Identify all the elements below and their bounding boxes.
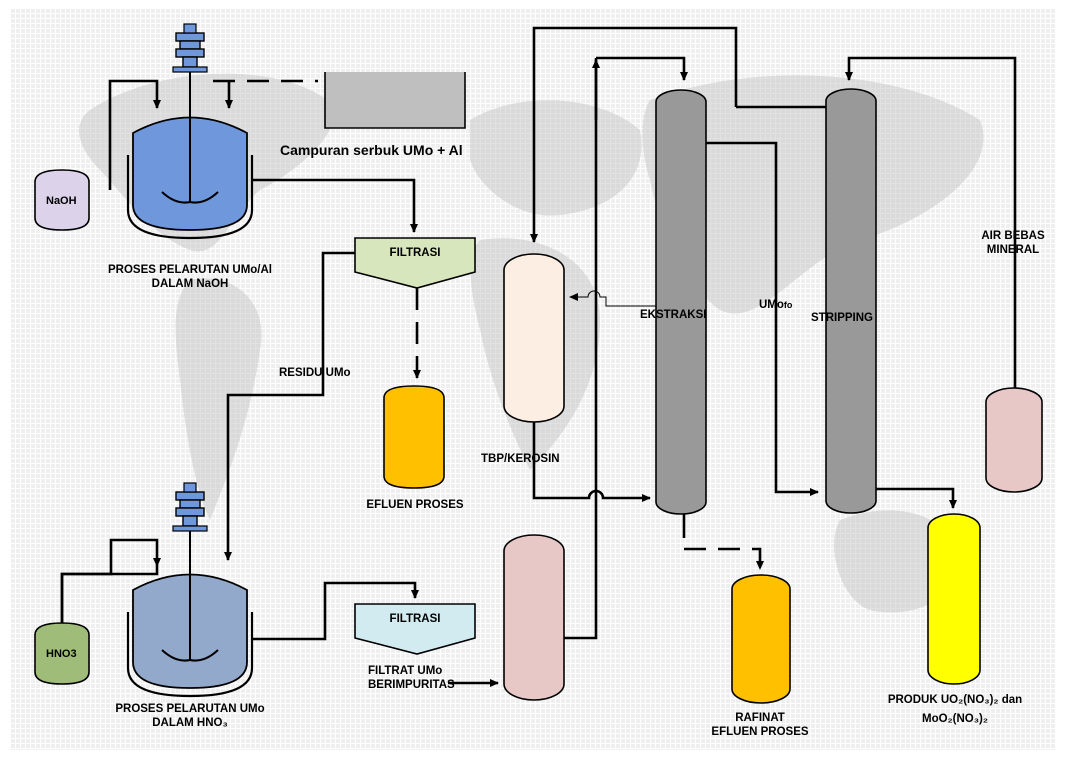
ekstraksi-column [655,89,707,515]
residu-label: RESIDU UMo [279,367,351,379]
motor-icon [172,482,208,532]
rafinat-label-1: RAFINAT [735,712,785,724]
umo-label: UMo [759,299,784,311]
motor-icon [172,23,208,73]
tbp-kerosin-column [503,253,565,423]
air-bebas-label-2: MINERAL [986,244,1040,256]
naoh-tank [34,169,90,231]
process-naoh-label-2: DALAM NaOH [151,278,229,290]
ekstraksi-label: EKSTRAKSI [640,309,707,321]
process-naoh-label-1: PROSES PELARUTAN UMo/Al [108,264,272,276]
reactor-naoh [126,23,254,240]
hno3-label: HNO3 [46,648,77,660]
air-bebas-label-1: AIR BEBAS [981,230,1045,242]
produk-label-2: MoO₂(NO₃)₂ [922,713,988,725]
hno3-tank [34,622,90,685]
filtrat-label-1: FILTRAT UMo [368,665,443,677]
filtrat-label-2: BERIMPURITAS [368,679,455,691]
produk-label-1: PRODUK UO₂(NO₃)₂ dan [887,694,1023,706]
process-hno3-label-2: DALAM HNO₃ [152,717,228,729]
filtrasi-top-label: FILTRASI [389,247,441,259]
process-hno3-label-1: PROSES PELARUTAN UMo [115,703,265,715]
naoh-label: NaOH [46,195,77,207]
rafinat-label-2: EFLUEN PROSES [711,726,809,738]
filtrasi-bottom-label: FILTRASI [389,613,441,625]
efluen-proses-tank [383,385,445,489]
filter-top [354,237,476,289]
reactor-hno3 [126,482,254,698]
air-bebas-mineral-tank [985,387,1043,493]
stripping-label: STRIPPING [811,312,873,324]
stripping-column [825,88,877,514]
pipes [60,26,1017,687]
umo-subscript: fo [783,300,793,310]
umo-fo-label: UMofo [759,298,792,312]
recycle-line [569,290,656,307]
agitator-icon [161,191,219,204]
tbp-kerosin-label: TBP/KEROSIN [481,453,560,465]
powder-mix-label: Campuran serbuk UMo + Al [280,142,463,158]
rafinat-tank [731,574,791,704]
produk-tank [927,513,981,685]
filter-bottom [354,603,476,655]
filtrat-feed-column [503,534,565,701]
efluen-proses-label: EFLUEN PROSES [366,499,464,511]
